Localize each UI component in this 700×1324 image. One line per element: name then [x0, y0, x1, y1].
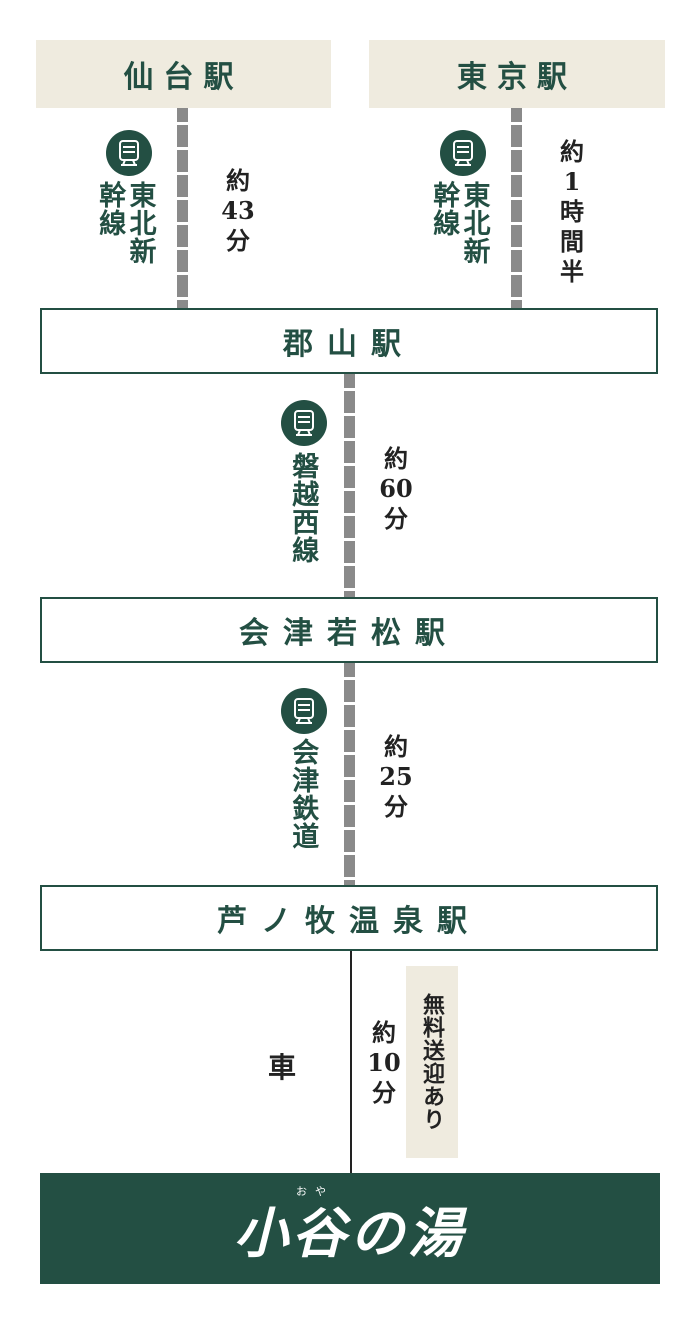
train-icon	[440, 130, 486, 176]
train-icon	[106, 130, 152, 176]
free-pickup-badge: 無料送迎あり	[406, 966, 458, 1158]
line-name-sendai: 東北新幹線	[94, 181, 156, 265]
train-icon	[281, 688, 327, 734]
car-route-line	[350, 951, 352, 1173]
train-icon	[281, 400, 327, 446]
track-banetsu	[344, 374, 355, 598]
station-ashinomaki-label: 芦ノ牧温泉駅	[217, 904, 481, 939]
station-tokyo: 東京駅	[369, 40, 665, 108]
station-ashinomaki: 芦ノ牧温泉駅	[40, 885, 658, 951]
free-pickup-label: 無料送迎あり	[419, 993, 445, 1131]
line-name-banetsu: 磐越西線	[287, 452, 319, 564]
track-sendai	[177, 108, 188, 308]
car-label: 車	[268, 1051, 297, 1084]
station-koriyama: 郡山駅	[40, 308, 658, 374]
line-name-tokyo: 東北新幹線	[428, 181, 490, 265]
track-tokyo	[511, 108, 522, 308]
track-aizu	[344, 663, 355, 885]
station-tokyo-label: 東京駅	[457, 60, 577, 95]
station-sendai: 仙台駅	[36, 40, 331, 108]
line-name-aizu: 会津鉄道	[287, 738, 319, 850]
station-sendai-label: 仙台駅	[123, 60, 244, 95]
logo-text: 小谷の湯	[234, 1201, 466, 1265]
station-aizuwakamatsu: 会津若松駅	[40, 597, 658, 663]
station-koriyama-label: 郡山駅	[283, 327, 415, 362]
logo-ruby: おや	[296, 1185, 334, 1198]
station-aizuwakamatsu-label: 会津若松駅	[239, 616, 459, 651]
destination-logo: おや 小谷の湯	[40, 1173, 660, 1284]
